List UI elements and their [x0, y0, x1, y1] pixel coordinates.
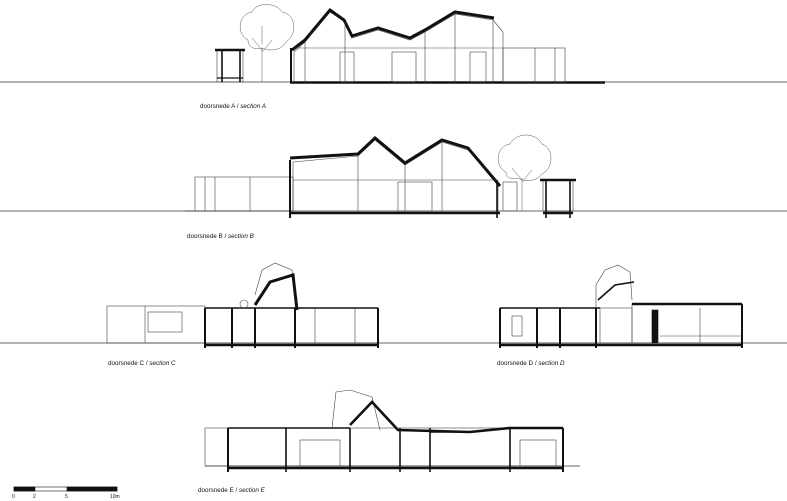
section-c-caption: doorsnede C / section C — [108, 360, 176, 367]
scale-bar — [13, 486, 118, 492]
section-d-drawing — [480, 264, 787, 348]
section-c-drawing — [0, 262, 480, 348]
section-e-caption: doorsnede E / section E — [198, 487, 265, 494]
section-d-caption: doorsnede D / section D — [497, 360, 565, 367]
scale-tick-0: 0 — [12, 494, 15, 500]
scale-tick-2: 2 — [33, 494, 36, 500]
tree-icon — [498, 134, 552, 211]
scale-tick-10m: 10m — [110, 494, 120, 500]
section-a-drawing — [0, 4, 787, 84]
section-e-drawing — [204, 389, 580, 472]
section-b-drawing — [0, 134, 787, 218]
section-a-caption: doorsnede A / section A — [200, 103, 266, 110]
scale-tick-5: 5 — [65, 494, 68, 500]
tree-icon — [240, 4, 294, 82]
section-b-caption: doorsnede B / section B — [187, 233, 254, 240]
